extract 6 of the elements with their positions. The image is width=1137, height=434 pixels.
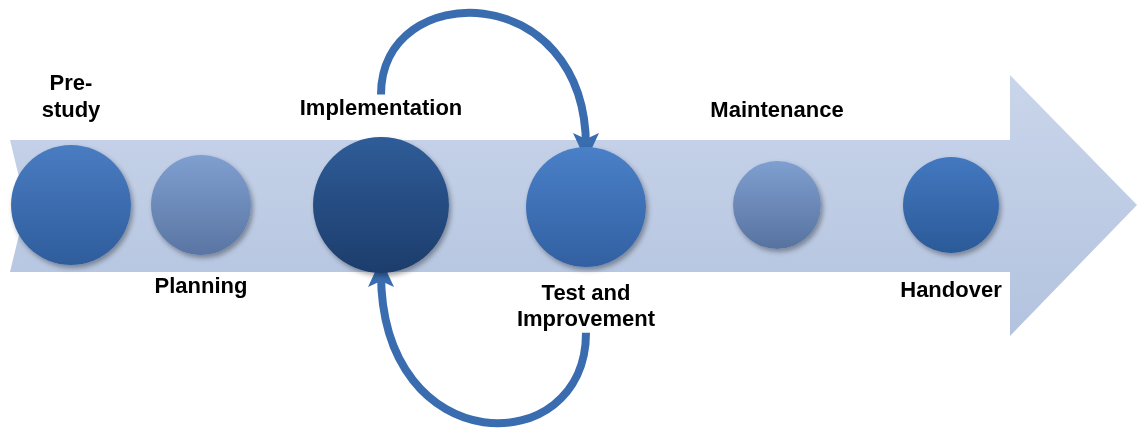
stage-label: Handover (900, 277, 1002, 304)
stage-label: Planning (154, 273, 248, 300)
stage-label: Pre- study (40, 70, 102, 123)
stage-label: Implementation (299, 94, 463, 121)
stage-label: Maintenance (710, 96, 844, 123)
stage-label: Test and Improvement (515, 280, 657, 333)
